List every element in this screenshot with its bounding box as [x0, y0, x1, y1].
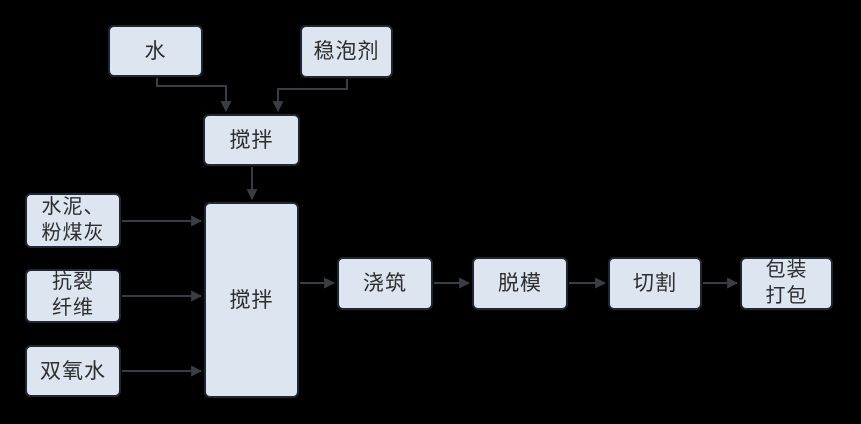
node-anticrack-fiber[interactable]: 抗裂 纤维	[25, 269, 121, 323]
node-demolding-label: 脱模	[498, 271, 542, 296]
edge-foamstabilizer-to-mixing1	[272, 79, 348, 113]
node-mixing-1-label: 搅拌	[229, 127, 274, 152]
node-mixing-2-label: 搅拌	[229, 287, 274, 312]
node-hydrogen-peroxide[interactable]: 双氧水	[25, 345, 121, 397]
node-cutting[interactable]: 切割	[608, 257, 702, 310]
node-packaging[interactable]: 包装 打包	[740, 257, 833, 310]
node-cement-flyash-label: 水泥、 粉煤灰	[41, 195, 105, 244]
node-mixing-1[interactable]: 搅拌	[203, 114, 300, 166]
node-cement-flyash[interactable]: 水泥、 粉煤灰	[25, 193, 121, 248]
node-foam-stabilizer[interactable]: 稳泡剂	[300, 25, 393, 78]
node-hydrogen-peroxide-label: 双氧水	[40, 358, 106, 383]
node-foam-stabilizer-label: 稳泡剂	[313, 39, 380, 64]
node-casting-label: 浇筑	[363, 271, 407, 296]
edge-water-to-mixing1	[156, 78, 232, 113]
node-water[interactable]: 水	[108, 25, 203, 77]
node-packaging-label: 包装 打包	[765, 258, 808, 307]
node-cutting-label: 切割	[633, 271, 677, 296]
node-anticrack-fiber-label: 抗裂 纤维	[52, 271, 94, 319]
node-water-label: 水	[144, 38, 167, 63]
node-mixing-2[interactable]: 搅拌	[204, 202, 299, 398]
node-demolding[interactable]: 脱模	[472, 257, 568, 310]
node-casting[interactable]: 浇筑	[337, 257, 433, 310]
